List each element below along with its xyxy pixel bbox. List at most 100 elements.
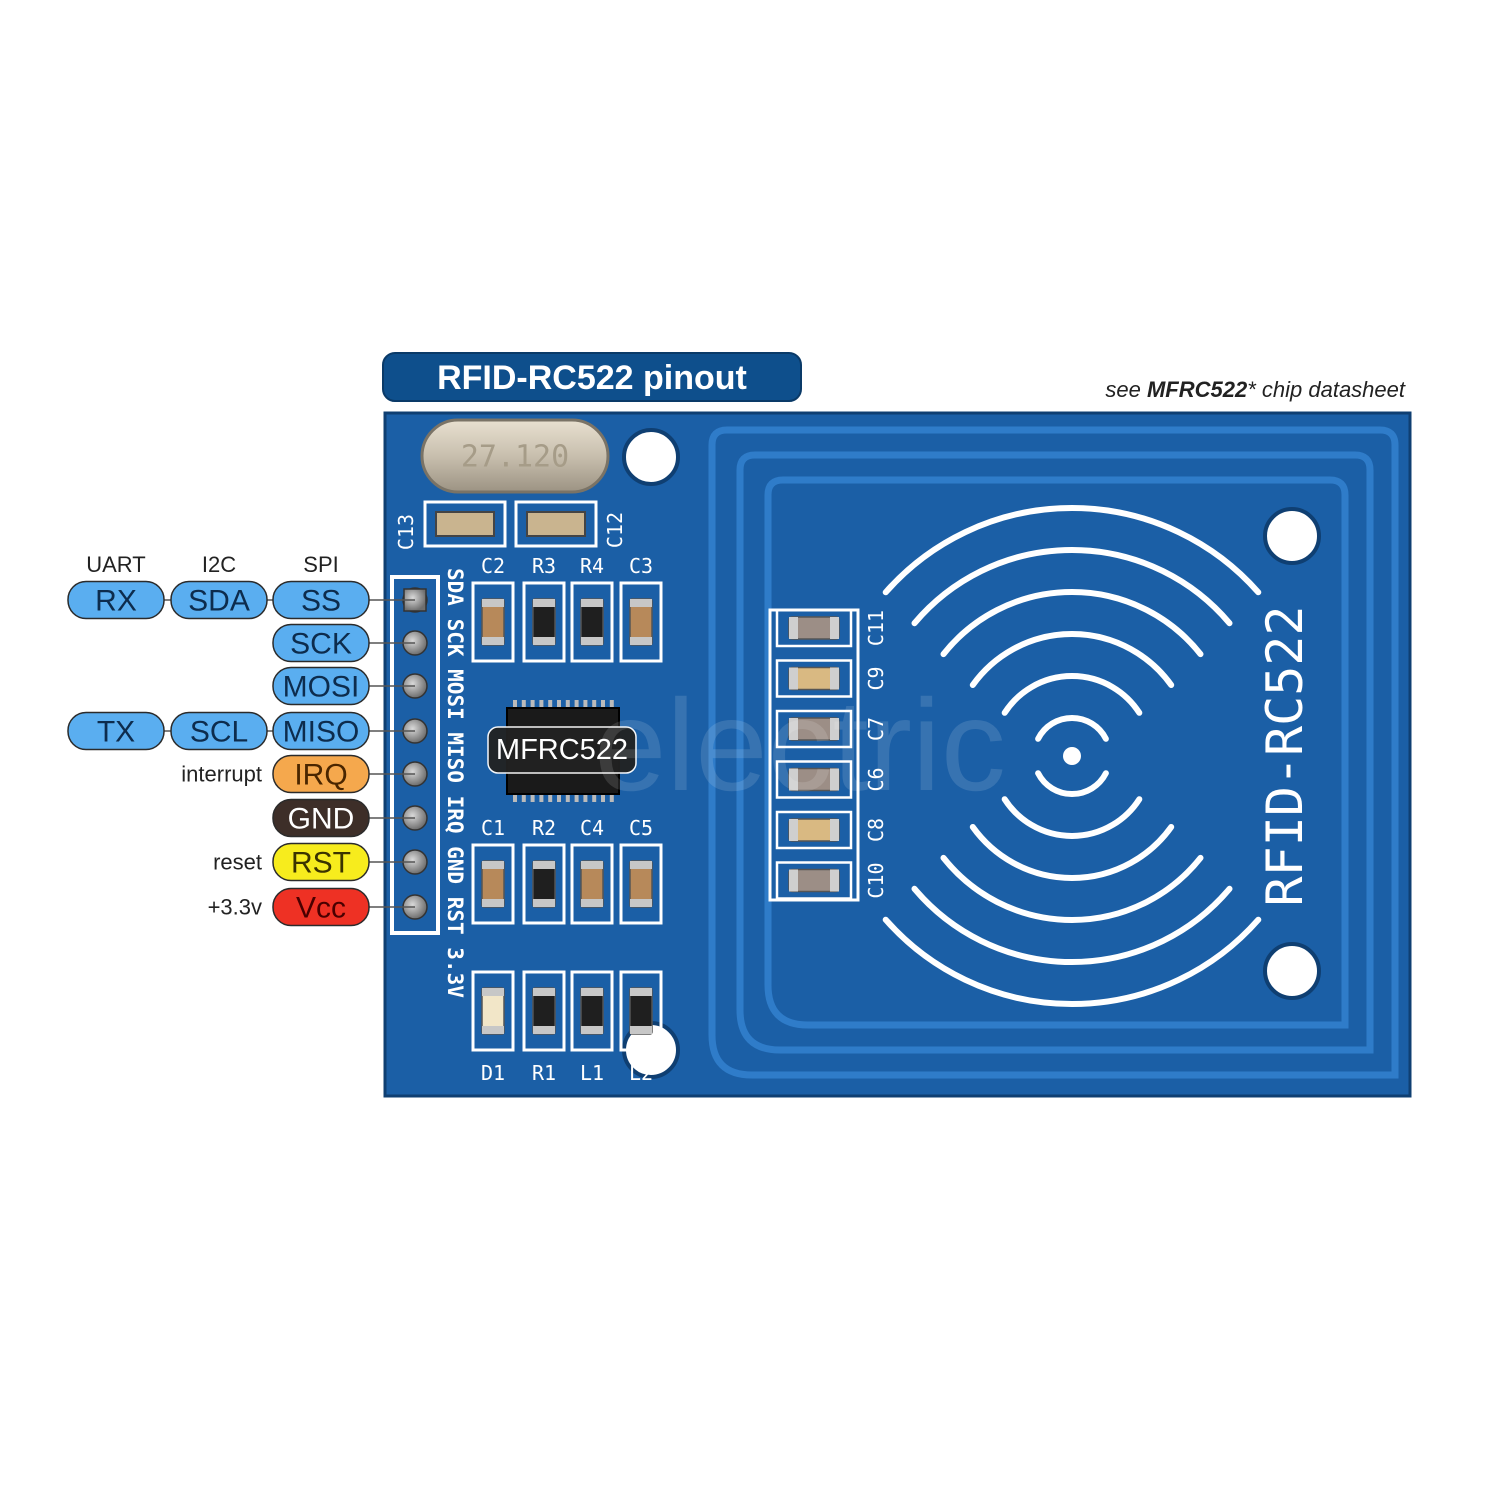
pin-row-gnd: GND [272, 798, 415, 838]
mfrc522-chip: MFRC522 [487, 700, 637, 802]
cap-c11: C11 [775, 608, 888, 648]
cap-label: C10 [864, 862, 888, 898]
pin-label-text: SCK [290, 628, 352, 661]
cap-c8: C8 [775, 810, 888, 850]
pin-row-ss: RX SDA SS [67, 580, 415, 620]
cap-label: C8 [864, 818, 888, 842]
pin-label-text: IRQ [294, 759, 347, 792]
rf-wave-icon [882, 505, 1262, 1007]
part-label: L1 [580, 1061, 604, 1085]
cap-c6: C6 [775, 760, 888, 799]
part-r2: R2 [522, 816, 566, 925]
note-suffix: * chip datasheet [1247, 377, 1406, 402]
pin-label-spi-miso: MISO [272, 711, 370, 751]
header-silk-labels: SDA SCK MOSI MISO IRQ GND RST 3.3V [443, 568, 467, 998]
part-r4: R4 [570, 554, 614, 663]
pin-label-i2c-sda: SDA [170, 580, 268, 620]
rf-center-dot [1063, 747, 1081, 765]
rf-wave-arc [1001, 796, 1143, 839]
antenna-coil [708, 426, 1399, 1079]
part-c3: C3 [619, 554, 663, 663]
pin-row-rst: RST reset [213, 842, 415, 882]
pin-label-text: RX [95, 585, 137, 618]
part-c4: C4 [570, 816, 614, 925]
pin-label-i2c-scl: SCL [170, 711, 268, 751]
pin-label-text: TX [97, 716, 135, 749]
part-label: D1 [481, 1061, 505, 1085]
chip-label: MFRC522 [496, 734, 628, 766]
page-title: RFID-RC522 pinout [437, 359, 747, 397]
part-label: L2 [629, 1061, 653, 1085]
pin-row-sck: SCK [272, 623, 415, 663]
pin-function-label: reset [213, 850, 262, 875]
top-capacitors: C13 C12 [394, 500, 627, 550]
cap-label-c12: C12 [603, 512, 627, 548]
pin-label-uart-tx: TX [67, 711, 165, 751]
pin-row-mosi: MOSI [272, 666, 415, 706]
rf-wave-arc [882, 505, 1262, 596]
cap-label-c13: C13 [394, 514, 418, 550]
pin-label-text: SS [301, 585, 341, 618]
rf-wave-arc [969, 824, 1175, 881]
part-label: R1 [532, 1061, 556, 1085]
crystal-label: 27.120 [461, 440, 569, 475]
rf-wave-arc [1035, 770, 1109, 797]
column-header-i2c: I2C [202, 552, 236, 577]
pin-row-miso: TX SCL MISO [67, 711, 415, 751]
lower-parts-row: C1 R2 C4 C5 [471, 816, 663, 925]
watermark: electric [594, 672, 1006, 818]
cap-c9: C9 [775, 659, 888, 698]
pin-label-spi-rst: RST [272, 842, 370, 882]
part-label: C5 [629, 816, 653, 840]
pin-label-text: RST [291, 847, 351, 880]
cap-label: C7 [864, 717, 888, 741]
rf-wave-arc [940, 854, 1204, 923]
rf-wave-arc [911, 885, 1233, 966]
pin-label-text: Vcc [296, 892, 346, 925]
pin-row-irq: IRQ interrupt [181, 754, 415, 794]
cap-label: C6 [864, 767, 888, 791]
crystal-oscillator: 27.120 [420, 418, 610, 494]
part-c2: C2 [471, 554, 515, 663]
pin-label-spi-mosi: MOSI [272, 666, 370, 706]
part-c1: C1 [471, 816, 515, 925]
part-r3: R3 [522, 554, 566, 663]
pin-label-text: SCL [190, 716, 248, 749]
pin-row-vcc: Vcc +3.3v [208, 887, 415, 927]
pin-label-spi-vcc: Vcc [272, 887, 370, 927]
column-header-spi: SPI [303, 552, 338, 577]
part-d1: D1 [471, 970, 515, 1085]
pin-function-label: +3.3v [208, 895, 262, 920]
rf-wave-arc [940, 589, 1204, 658]
part-label: C4 [580, 816, 604, 840]
part-l2: L2 [619, 970, 663, 1085]
note-chip: MFRC522 [1147, 377, 1248, 402]
pin-label-spi-gnd: GND [272, 798, 370, 838]
cap-c7: C7 [775, 709, 888, 749]
part-label: R4 [580, 554, 604, 578]
pin-label-spi-irq: IRQ [272, 754, 370, 794]
bottom-parts-row: D1 R1 L1 L2 [471, 970, 663, 1085]
rf-wave-arc [882, 916, 1262, 1007]
column-headers: UART I2C SPI [86, 552, 338, 577]
part-l1: L1 [570, 970, 614, 1085]
pin-header-labels: SDA SCK MOSI MISO IRQ GND RST 3.3V [443, 568, 467, 998]
rf-wave-arc [969, 631, 1175, 688]
pin-header-outline [390, 575, 440, 935]
rf-wave-arc [911, 546, 1233, 627]
datasheet-note: see MFRC522* chip datasheet [1105, 377, 1406, 402]
pin-label-spi-sck: SCK [272, 623, 370, 663]
column-header-uart: UART [86, 552, 146, 577]
cap-label: C11 [864, 610, 888, 646]
part-label: C1 [481, 816, 505, 840]
part-r1: R1 [522, 970, 566, 1085]
pin-function-label: interrupt [181, 762, 262, 787]
pin-label-text: MISO [283, 716, 360, 749]
rf-wave-arc [1001, 673, 1143, 716]
pin-label-text: MOSI [283, 671, 360, 704]
title-banner [382, 352, 802, 402]
